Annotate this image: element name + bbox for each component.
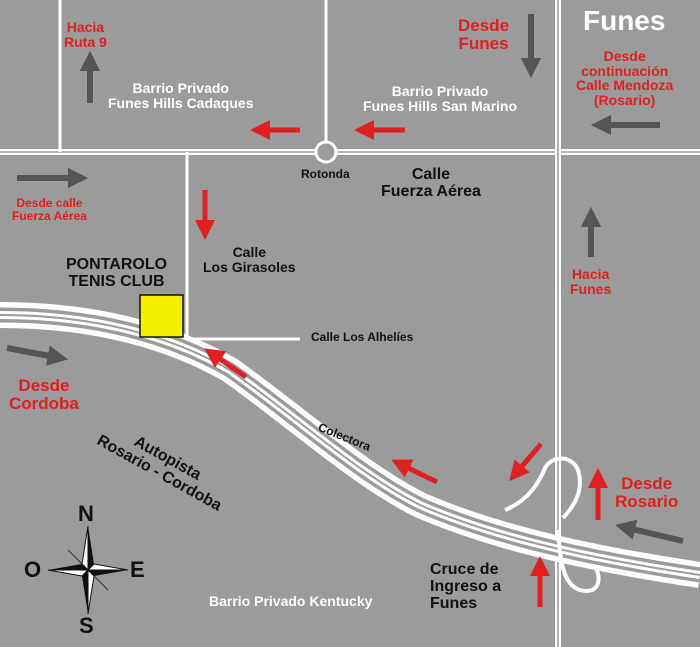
roundabout-icon xyxy=(314,140,338,164)
desde-cordoba-label: Desde Cordoba xyxy=(9,376,79,413)
rotonda-label: Rotonda xyxy=(301,167,350,181)
hacia-ruta9-label: Hacia Ruta 9 xyxy=(64,19,107,50)
calle-girasoles-label: Calle Los Girasoles xyxy=(203,244,296,275)
gray-arrows xyxy=(6,14,684,544)
desde-fuerza-aerea-label: Desde calle Fuerza Aérea xyxy=(12,196,87,223)
compass-west-label: O xyxy=(24,557,42,582)
cruce-ingreso-label: Cruce de Ingreso a Funes xyxy=(430,561,502,612)
desde-rosario-label: Desde Rosario xyxy=(615,474,679,511)
barrio-cadaques-label: Barrio Privado Funes Hills Cadaques xyxy=(108,80,254,111)
calle-alhelies-label: Calle Los Alhelíes xyxy=(311,330,414,344)
arrow-icon xyxy=(615,519,684,544)
compass-rose-icon xyxy=(47,525,129,615)
hacia-funes-label: Hacia Funes xyxy=(570,266,612,297)
interchange xyxy=(504,456,601,593)
funes-city-label: Funes xyxy=(583,5,666,36)
desde-mendoza-label: Desde continuación Calle Mendoza (Rosari… xyxy=(576,48,674,109)
arrow-icon xyxy=(6,345,68,366)
barrio-kentucky-label: Barrio Privado Kentucky xyxy=(209,593,373,609)
calle-fuerza-aerea-label: Calle Fuerza Aérea xyxy=(381,166,481,200)
red-arrows xyxy=(195,120,608,607)
arrow-icon xyxy=(391,459,439,485)
autopista-road xyxy=(0,302,700,588)
pontarolo-club-marker xyxy=(139,294,184,338)
compass-east-label: E xyxy=(130,557,145,582)
arrow-icon xyxy=(509,442,543,482)
club-name-label: PONTAROLO TENIS CLUB xyxy=(66,256,168,290)
barrio-san-marino-label: Barrio Privado Funes Hills San Marino xyxy=(363,83,518,114)
desde-funes-label: Desde Funes xyxy=(458,16,510,53)
arrow-icon xyxy=(204,348,248,380)
compass-south-label: S xyxy=(79,613,94,638)
compass-north-label: N xyxy=(78,501,94,526)
